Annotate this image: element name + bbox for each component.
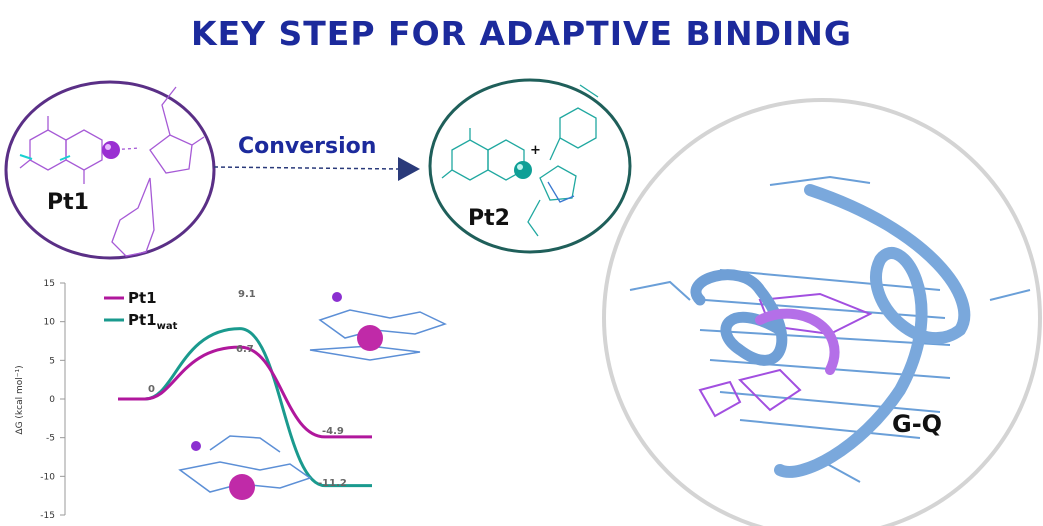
y-tick-label: -15 bbox=[40, 511, 55, 521]
pt2-panel bbox=[428, 78, 632, 254]
gq-panel bbox=[602, 98, 1042, 526]
gq-label: G-Q bbox=[892, 410, 943, 438]
chart-structure-top bbox=[309, 309, 447, 361]
label-start: 0 bbox=[148, 384, 155, 395]
legend-wat-label: Pt1wat bbox=[128, 311, 178, 332]
y-tick-label: -10 bbox=[40, 472, 55, 482]
pt2-charge: + bbox=[530, 143, 541, 158]
arrow-head-icon bbox=[398, 157, 420, 181]
energy-chart: 15 10 5 0 -5 -10 -15 ΔG (kcal mol⁻¹) 0 6.7 9.1… bbox=[15, 279, 447, 521]
y-tick-label: -5 bbox=[46, 434, 55, 444]
pt1-panel bbox=[4, 80, 216, 260]
label-pt1-peak: 6.7 bbox=[236, 344, 254, 355]
y-axis-label: ΔG (kcal mol⁻¹) bbox=[15, 365, 25, 434]
conversion-label: Conversion bbox=[238, 134, 377, 159]
chart-bottom-metal bbox=[229, 474, 255, 500]
gq-bases bbox=[629, 175, 1031, 483]
label-wat-peak: 9.1 bbox=[238, 289, 256, 300]
pt2-molecule bbox=[441, 84, 599, 237]
chart-structure-bottom bbox=[178, 435, 312, 493]
label-wat-end: -11.2 bbox=[318, 478, 347, 489]
pt1-circle bbox=[4, 80, 216, 260]
legend-pt1-label: Pt1 bbox=[128, 289, 157, 307]
pt2-label: Pt2 bbox=[468, 206, 510, 231]
chart-top-metal bbox=[357, 325, 383, 351]
label-pt1-end: -4.9 bbox=[322, 426, 344, 437]
pt1-label: Pt1 bbox=[47, 190, 89, 215]
series-pt1-wat-line bbox=[118, 327, 372, 488]
page-title: KEY STEP FOR ADAPTIVE BINDING bbox=[191, 14, 852, 53]
pt2-metal-atom bbox=[514, 161, 532, 179]
y-tick-label: 10 bbox=[44, 318, 56, 328]
conversion-arrow bbox=[213, 166, 401, 170]
pt1-metal-atom bbox=[102, 141, 120, 159]
y-tick-label: 5 bbox=[49, 356, 55, 366]
series-pt1-line bbox=[118, 345, 372, 439]
y-tick-label: 0 bbox=[49, 395, 55, 405]
y-tick-label: 15 bbox=[44, 279, 55, 289]
pt1-molecule bbox=[19, 86, 205, 257]
gq-backbone-ribbon-2 bbox=[690, 269, 788, 366]
gq-circle bbox=[602, 98, 1042, 526]
gq-backbone-ribbon bbox=[774, 184, 971, 478]
